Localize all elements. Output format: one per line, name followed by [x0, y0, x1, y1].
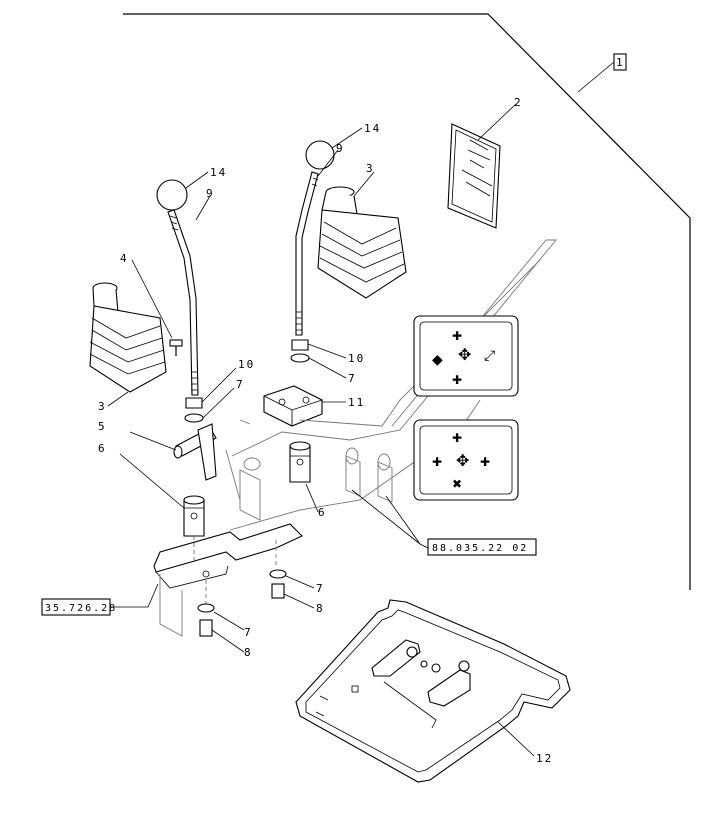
decal-upper-bucket-icon: ◆: [432, 352, 443, 368]
callout-9a-label: 9: [206, 187, 215, 200]
callout-14b-label: 14: [364, 122, 381, 135]
right-rubber-boot[interactable]: [317, 171, 407, 299]
callout-3a-label: 3: [366, 162, 375, 175]
callout-8b-label: 8: [244, 646, 253, 659]
decal-upper-arm-icon: ⤢: [484, 348, 495, 364]
callout-7b-label: 7: [348, 372, 357, 385]
left-knob[interactable]: [156, 171, 209, 211]
callout-7c-label: 7: [316, 582, 325, 595]
reference-left-label: 35.726.28: [45, 603, 117, 614]
control-pattern-decal-upper[interactable]: ✥ ◆ ⤢ ✚ ✚: [413, 315, 519, 397]
right-nut-washer-stack[interactable]: [290, 339, 347, 379]
callout-5-label: 5: [98, 420, 107, 433]
decal-upper-up-icon: ✚: [452, 329, 462, 343]
decal-lower-arrows-icon: ✥: [456, 451, 469, 470]
callout-10a-label: 10: [238, 358, 255, 371]
centre-lines: [193, 536, 277, 604]
callout-6a-label: 6: [98, 442, 107, 455]
left-nut-washer-stack[interactable]: [184, 367, 237, 423]
item-1-callout[interactable]: 1: [613, 53, 627, 71]
callout-3b-label: 3: [98, 400, 107, 413]
callout-12-label: 12: [536, 752, 553, 765]
decal-lower-left-icon: ✚: [432, 455, 442, 469]
reference-box-right[interactable]: 88.035.22 02: [419, 538, 537, 556]
left-rubber-boot[interactable]: [89, 282, 167, 407]
left-lever-rod[interactable]: [167, 195, 211, 396]
assembly-frame-line: [123, 13, 691, 590]
reference-box-left[interactable]: 35.726.28: [41, 583, 159, 616]
control-pattern-decal-lower[interactable]: ✥ ✚ ✚ ✚ ✖: [413, 419, 519, 501]
support-post: [159, 574, 183, 637]
right-lever-rod[interactable]: [295, 149, 339, 336]
decal-lower-up-icon: ✚: [452, 431, 462, 445]
callout-8a-label: 8: [316, 602, 325, 615]
decal-upper-arrows-icon: ✥: [458, 345, 471, 364]
callout-11-label: 11: [348, 396, 365, 409]
callout-14a-label: 14: [210, 166, 227, 179]
right-knob[interactable]: [305, 127, 363, 170]
right-washer-screw[interactable]: [269, 569, 315, 609]
callout-10b-label: 10: [348, 352, 365, 365]
pivot-shaft[interactable]: [129, 423, 217, 481]
decal-upper-down-icon: ✚: [452, 373, 462, 387]
callout-2-label: 2: [514, 96, 523, 109]
callout-4-label: 4: [120, 252, 129, 265]
callout-9b-label: 9: [336, 142, 345, 155]
screw[interactable]: [131, 259, 183, 356]
callout-7a-label: 7: [236, 378, 245, 391]
reference-right-label: 88.035.22 02: [432, 543, 528, 554]
decal-lower-down-icon: ✖: [452, 477, 462, 491]
callout-7d-label: 7: [244, 626, 253, 639]
decal-lower-right-icon: ✚: [480, 455, 490, 469]
callout-1-label: 1: [616, 56, 625, 69]
left-universal-joint[interactable]: [119, 453, 205, 537]
callout-6b-label: 6: [318, 506, 327, 519]
right-universal-joint[interactable]: [289, 441, 319, 513]
mounting-base-plate[interactable]: [153, 523, 303, 589]
operator-manual[interactable]: [447, 103, 517, 229]
left-washer-screw[interactable]: [197, 603, 245, 653]
pivot-bracket[interactable]: [263, 385, 346, 427]
cab-floor-mat[interactable]: [295, 599, 571, 783]
